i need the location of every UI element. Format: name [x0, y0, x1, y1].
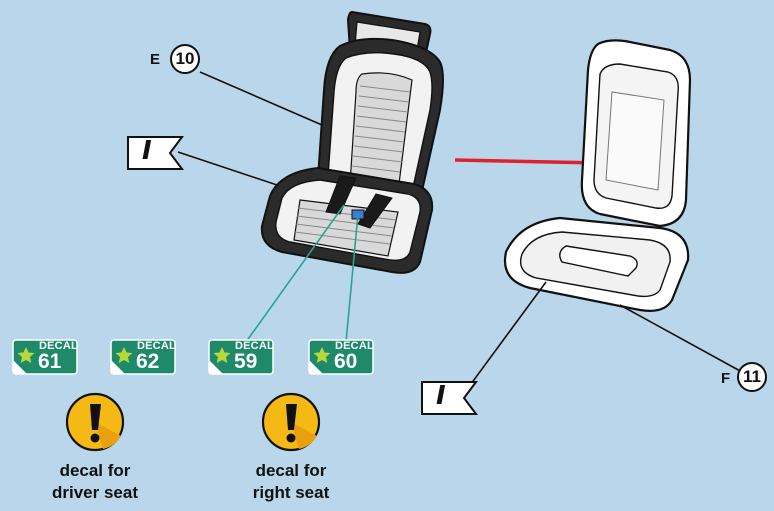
flag-letter: I	[436, 381, 446, 411]
leader-line-e10	[200, 72, 322, 125]
exclamation-icon	[259, 390, 323, 454]
decal-number: 62	[136, 350, 159, 374]
note-driver-seat: decal for driver seat	[30, 460, 160, 504]
note-right-line-2: right seat	[226, 482, 356, 504]
part-number-10: 10	[176, 49, 195, 69]
part-letter-f: F	[721, 370, 730, 387]
flag-letter: I	[142, 136, 152, 166]
note-right-seat: decal for right seat	[226, 460, 356, 504]
flag-marker-top: I	[124, 133, 186, 173]
warning-icon-driver	[63, 390, 127, 454]
leader-line-flag-bottom	[468, 282, 546, 388]
leader-line-f11	[620, 305, 742, 372]
decal-60: DECAL 60	[306, 338, 376, 376]
decal-number: 60	[334, 350, 357, 374]
part-number-badge-11: 11	[737, 362, 767, 392]
warning-icon-right	[259, 390, 323, 454]
decal-number: 61	[38, 350, 61, 374]
leader-line-flag-top	[178, 152, 292, 190]
part-number-badge-10: 10	[170, 44, 200, 74]
decal-61: DECAL 61	[10, 338, 80, 376]
decal-59: DECAL 59	[206, 338, 276, 376]
note-driver-line-1: decal for	[30, 460, 160, 482]
note-right-line-1: decal for	[226, 460, 356, 482]
part-number-11: 11	[743, 367, 761, 387]
direction-arrow	[455, 160, 600, 163]
flag-marker-bottom: I	[418, 378, 480, 418]
seat-shell	[505, 40, 690, 310]
part-letter-e: E	[150, 51, 160, 68]
exclamation-icon	[63, 390, 127, 454]
assembled-seat	[262, 12, 443, 273]
flag-icon	[124, 133, 186, 173]
flag-icon	[418, 378, 480, 418]
decal-62: DECAL 62	[108, 338, 178, 376]
decal-number: 59	[234, 350, 257, 374]
note-driver-line-2: driver seat	[30, 482, 160, 504]
